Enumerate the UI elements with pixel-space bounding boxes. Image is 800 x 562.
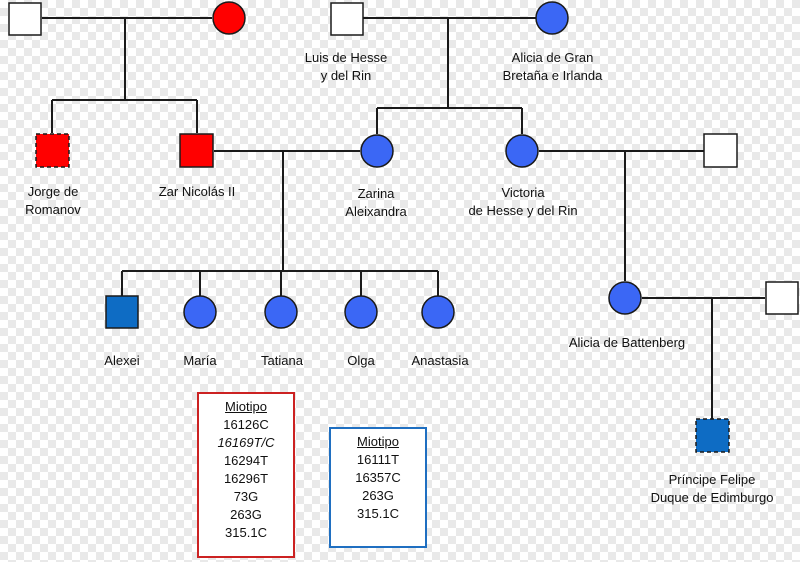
- pedigree-lines: [42, 17, 765, 419]
- jorge-square: [35, 133, 70, 168]
- miotipo-red-line: 73G: [233, 489, 259, 504]
- miotipo-blue-line: 263G: [362, 488, 394, 503]
- victoria-circle: [505, 134, 539, 168]
- miotipo-blue-line: 16111T: [356, 452, 400, 467]
- label-maria: María: [183, 353, 217, 368]
- miotipo-blue-line: 315.1C: [357, 506, 399, 521]
- felipe-square: [695, 418, 730, 453]
- miotipo-red-line: 16294T: [223, 453, 269, 468]
- miotipo-red-box: Miotipo 16126C 16169T/C 16294T 16296T 73…: [197, 392, 295, 558]
- label-nicolas: Zar Nicolás II: [158, 184, 236, 199]
- miotipo-red-line: 16126C: [223, 417, 269, 432]
- luis-square: [330, 2, 364, 36]
- label-zarina: Zarina Aleixandra: [345, 186, 407, 219]
- miotipo-blue-box: Miotipo 16111T 16357C 263G 315.1C: [329, 427, 427, 548]
- label-luis: Luis de Hesse y del Rin: [304, 50, 388, 83]
- miotipo-red-line: 315.1C: [225, 525, 267, 540]
- grandmother-circle: [212, 1, 246, 35]
- label-jorge: Jorge de Romanov: [25, 184, 81, 217]
- label-alexei: Alexei: [104, 353, 140, 368]
- miotipo-blue-title: Miotipo: [357, 434, 399, 449]
- alicia-bat-circle: [608, 281, 642, 315]
- miotipo-red-title: Miotipo: [225, 399, 267, 414]
- tatiana-circle: [264, 295, 298, 329]
- label-anastasia: Anastasia: [411, 353, 469, 368]
- grandfather-square: [8, 2, 42, 36]
- miotipo-red-line: 263G: [230, 507, 262, 522]
- anastasia-circle: [421, 295, 455, 329]
- label-victoria: Victoria de Hesse y del Rin: [468, 185, 578, 218]
- label-alicia-bat: Alicia de Battenberg: [568, 335, 686, 350]
- miotipo-blue-line: 16357C: [355, 470, 401, 485]
- alexei-square: [105, 295, 139, 329]
- victoria-husband-square: [703, 133, 738, 168]
- olga-circle: [344, 295, 378, 329]
- miotipo-red-line: 16169T/C: [217, 435, 275, 450]
- label-alicia-gb: Alicia de Gran Bretaña e Irlanda: [502, 50, 603, 83]
- alicia-bat-husband-square: [765, 281, 799, 315]
- miotipo-red-line: 16296T: [223, 471, 269, 486]
- label-felipe: Príncipe Felipe Duque de Edimburgo: [650, 472, 774, 505]
- maria-circle: [183, 295, 217, 329]
- zarina-circle: [360, 134, 394, 168]
- label-olga: Olga: [347, 353, 375, 368]
- nicolas-square: [179, 133, 214, 168]
- label-tatiana: Tatiana: [261, 353, 303, 368]
- alicia-gb-circle: [535, 1, 569, 35]
